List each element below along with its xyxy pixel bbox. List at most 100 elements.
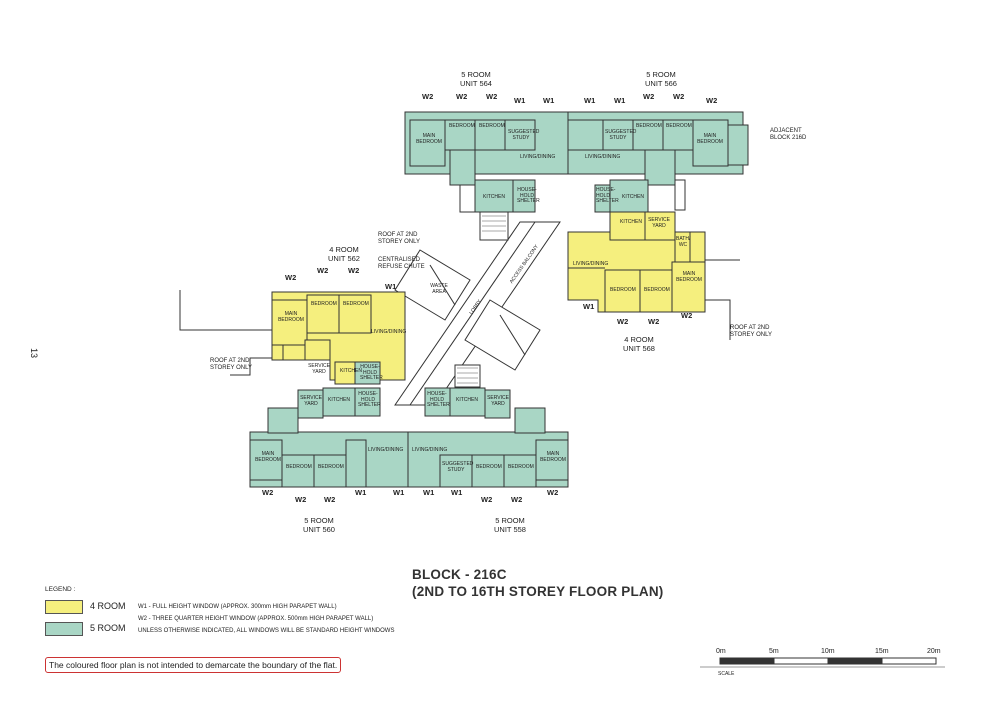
legend-label-5-room: 5 ROOM [90, 623, 126, 633]
window-w2: W2 [295, 495, 307, 504]
refuse-chute-note: CENTRALISED REFUSE CHUTE [378, 257, 425, 270]
unit-type: 5 ROOM [646, 70, 676, 79]
window-w1: W1 [423, 488, 435, 497]
scale-tick: 10m [821, 648, 835, 655]
room-living-dining: LIVING/DINING [371, 329, 407, 335]
room-bedroom: BEDROOM [666, 123, 692, 129]
room-kitchen: KITCHEN [456, 397, 478, 403]
room-household-shelter: HOUSE-HOLD SHELTER [427, 391, 450, 408]
room-living-dining: LIVING/DINING [368, 447, 404, 453]
room-suggested-study: SUGGESTED STUDY [605, 129, 637, 141]
unit-type: 4 ROOM [329, 245, 359, 254]
scale-bar [700, 657, 945, 668]
room-bedroom: BEDROOM [343, 301, 369, 307]
roof-note: ROOF AT 2ND STOREY ONLY [378, 232, 421, 245]
room-household-shelter: HOUSE-HOLD SHELTER [596, 187, 619, 204]
window-w2: W2 [648, 317, 660, 326]
window-w2: W2 [486, 92, 498, 101]
waste-area-label: WASTE AREA [430, 283, 448, 295]
roof-note: ROOF AT 2ND STOREY ONLY [730, 325, 773, 338]
unit-type: 5 ROOM [461, 70, 491, 79]
window-w2: W2 [456, 92, 468, 101]
room-bedroom: BEDROOM [508, 464, 534, 470]
unit-number: UNIT 568 [623, 344, 655, 353]
scale-tick: 20m [927, 648, 941, 655]
room-bedroom: BEDROOM [311, 301, 337, 307]
window-w2: W2 [481, 495, 493, 504]
legend-swatch-5-room [45, 622, 83, 636]
window-w1: W1 [583, 302, 595, 311]
adjacent-block-note: ADJACENT BLOCK 216D [770, 128, 807, 141]
room-bedroom: BEDROOM [479, 123, 505, 129]
unit-type: 5 ROOM [495, 516, 525, 525]
unit-562-label: 4 ROOM UNIT 562 [328, 245, 360, 263]
unit-566-label: 5 ROOM UNIT 566 [645, 70, 677, 88]
room-bedroom: BEDROOM [644, 287, 670, 293]
legend-note-standard: UNLESS OTHERWISE INDICATED, ALL WINDOWS … [138, 628, 395, 634]
room-main-bedroom: MAIN BEDROOM [255, 451, 281, 463]
window-w2: W2 [422, 92, 434, 101]
room-suggested-study: SUGGESTED STUDY [442, 461, 474, 473]
unit-558-label: 5 ROOM UNIT 558 [494, 516, 526, 534]
window-w2: W2 [681, 311, 693, 320]
room-main-bedroom: MAIN BEDROOM [676, 271, 702, 283]
unit-number: UNIT 562 [328, 254, 360, 263]
window-w1: W1 [543, 96, 555, 105]
disclaimer-note: The coloured floor plan is not intended … [45, 657, 342, 673]
room-service-yard: SERVICE YARD [300, 395, 322, 407]
page-number: 13 [29, 347, 40, 359]
unit-560-label: 5 ROOM UNIT 560 [303, 516, 335, 534]
room-bedroom: BEDROOM [449, 123, 475, 129]
room-bath-wc: BATH/ WC [676, 236, 691, 248]
room-living-dining: LIVING/DINING [520, 154, 556, 160]
unit-type: 5 ROOM [304, 516, 334, 525]
room-bedroom: BEDROOM [610, 287, 636, 293]
window-w1: W1 [614, 96, 626, 105]
stairs [457, 215, 506, 384]
unit-566-plan [567, 111, 749, 213]
room-service-yard: SERVICE YARD [487, 395, 509, 407]
room-bedroom: BEDROOM [286, 464, 312, 470]
room-kitchen: KITCHEN [622, 194, 644, 200]
unit-568-label: 4 ROOM UNIT 568 [623, 335, 655, 353]
room-living-dining: LIVING/DINING [412, 447, 448, 453]
window-w1: W1 [451, 488, 463, 497]
unit-558-plan [407, 364, 569, 488]
room-bedroom: BEDROOM [636, 123, 662, 129]
window-w2: W2 [285, 273, 297, 282]
window-w1: W1 [385, 282, 397, 291]
room-main-bedroom: MAIN BEDROOM [416, 133, 442, 145]
legend-swatch-4-room [45, 600, 83, 614]
window-w2: W2 [324, 495, 336, 504]
legend-note-w2: W2 - THREE QUARTER HEIGHT WINDOW (APPROX… [138, 616, 374, 622]
room-kitchen: KITCHEN [483, 194, 505, 200]
window-w2: W2 [262, 488, 274, 497]
unit-562-plan [179, 290, 406, 385]
unit-number: UNIT 564 [460, 79, 492, 88]
legend-note-w1: W1 - FULL HEIGHT WINDOW (APPROX. 300mm H… [138, 604, 337, 610]
unit-type: 4 ROOM [624, 335, 654, 344]
room-kitchen: KITCHEN [620, 219, 642, 225]
window-w2: W2 [511, 495, 523, 504]
unit-number: UNIT 558 [494, 525, 526, 534]
room-service-yard: SERVICE YARD [308, 363, 330, 375]
title-line-2: (2ND TO 16TH STOREY FLOOR PLAN) [412, 584, 664, 599]
central-corridor [394, 221, 561, 406]
unit-number: UNIT 566 [645, 79, 677, 88]
scale-tick: 0m [716, 648, 726, 655]
title-line-1: BLOCK - 216C [412, 567, 507, 582]
unit-560-plan [249, 387, 409, 488]
window-w2: W2 [673, 92, 685, 101]
window-w1: W1 [514, 96, 526, 105]
roof-note: ROOF AT 2ND STOREY ONLY [210, 358, 253, 371]
window-w1: W1 [355, 488, 367, 497]
room-kitchen: KITCHEN [340, 368, 362, 374]
window-w2: W2 [706, 96, 718, 105]
window-w2: W2 [617, 317, 629, 326]
window-w2: W2 [643, 92, 655, 101]
window-w2: W2 [348, 266, 360, 275]
window-w2: W2 [547, 488, 559, 497]
window-w2: W2 [317, 266, 329, 275]
room-household-shelter: HOUSE-HOLD SHELTER [358, 391, 381, 408]
unit-564-label: 5 ROOM UNIT 564 [460, 70, 492, 88]
